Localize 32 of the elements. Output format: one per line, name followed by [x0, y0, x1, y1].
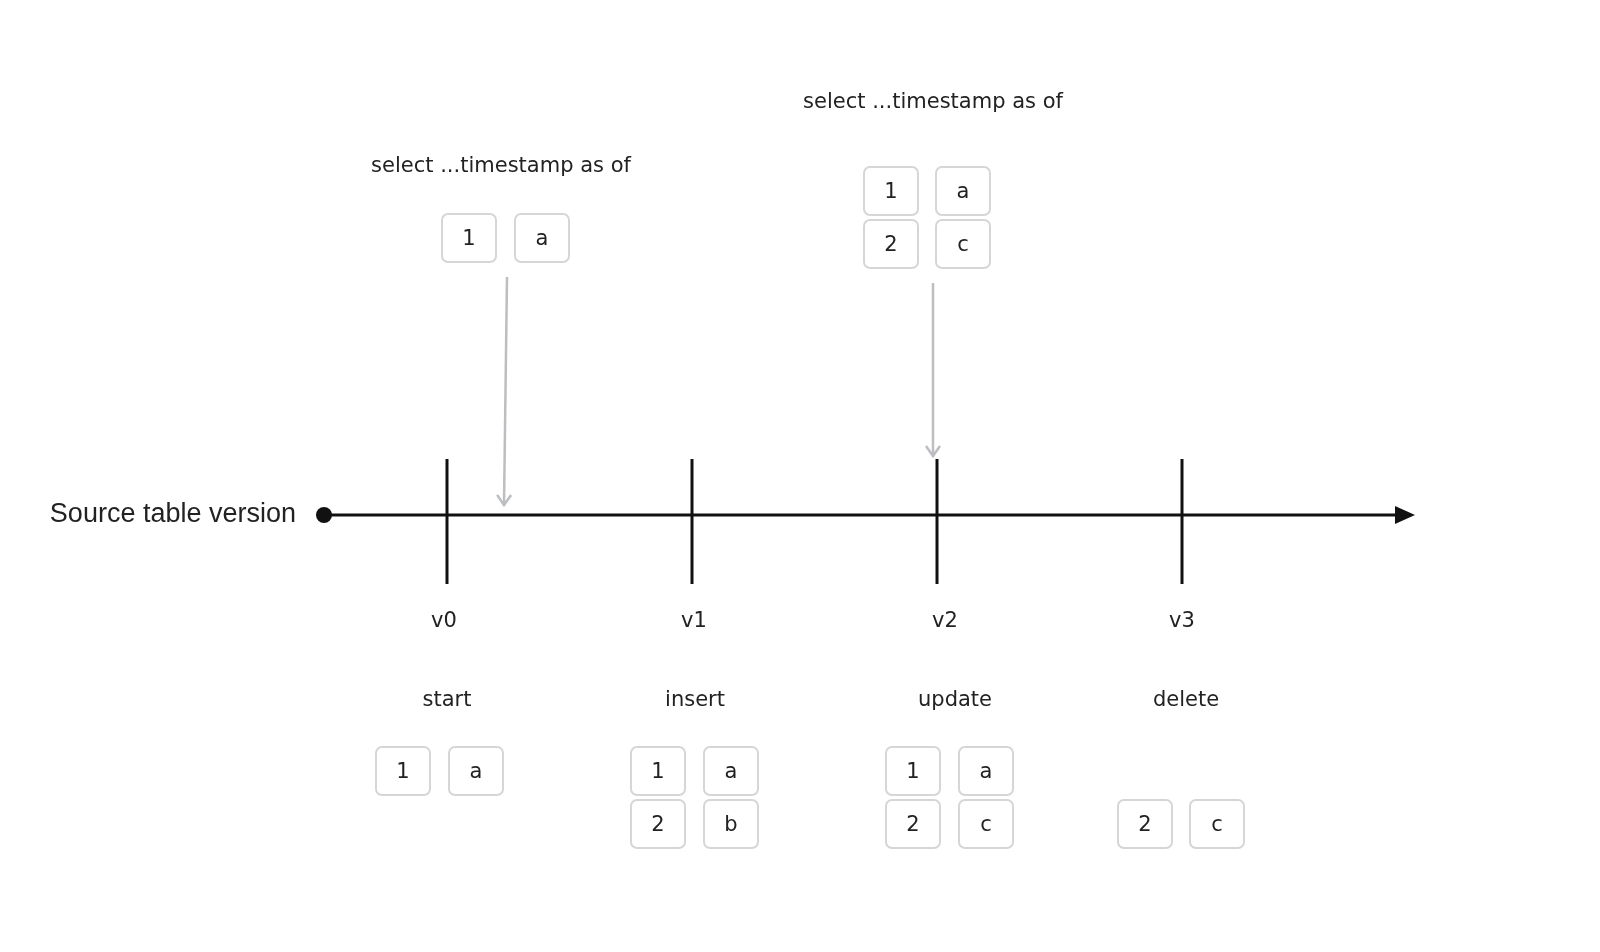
version-label: v2	[932, 608, 958, 632]
value-cell: a	[448, 746, 504, 796]
operation-label: start	[422, 687, 472, 711]
value-cell: b	[703, 799, 759, 849]
query-label: select ...timestamp as of	[371, 153, 631, 177]
value-cell: 1	[375, 746, 431, 796]
arrow	[495, 277, 513, 507]
version-label: v1	[681, 608, 707, 632]
axis-title: Source table version	[49, 498, 296, 529]
value-cell: c	[1189, 799, 1245, 849]
value-cell: 1	[630, 746, 686, 796]
value-cell: 1	[441, 213, 497, 263]
value-cell: a	[703, 746, 759, 796]
version-label: v0	[431, 608, 457, 632]
value-cell: c	[958, 799, 1014, 849]
version-label: v3	[1169, 608, 1195, 632]
operation-label: insert	[665, 687, 725, 711]
value-cell: 2	[885, 799, 941, 849]
value-cell: a	[514, 213, 570, 263]
timeline-axis	[316, 505, 1415, 525]
value-cell: 2	[1117, 799, 1173, 849]
value-cell: a	[958, 746, 1014, 796]
value-cell: a	[935, 166, 991, 216]
value-cell: 1	[885, 746, 941, 796]
operation-label: delete	[1152, 687, 1220, 711]
value-cell: 2	[630, 799, 686, 849]
value-cell: c	[935, 219, 991, 269]
arrow	[924, 283, 942, 458]
operation-label: update	[918, 687, 992, 711]
value-cell: 1	[863, 166, 919, 216]
query-label: select ...timestamp as of	[803, 89, 1063, 113]
value-cell: 2	[863, 219, 919, 269]
